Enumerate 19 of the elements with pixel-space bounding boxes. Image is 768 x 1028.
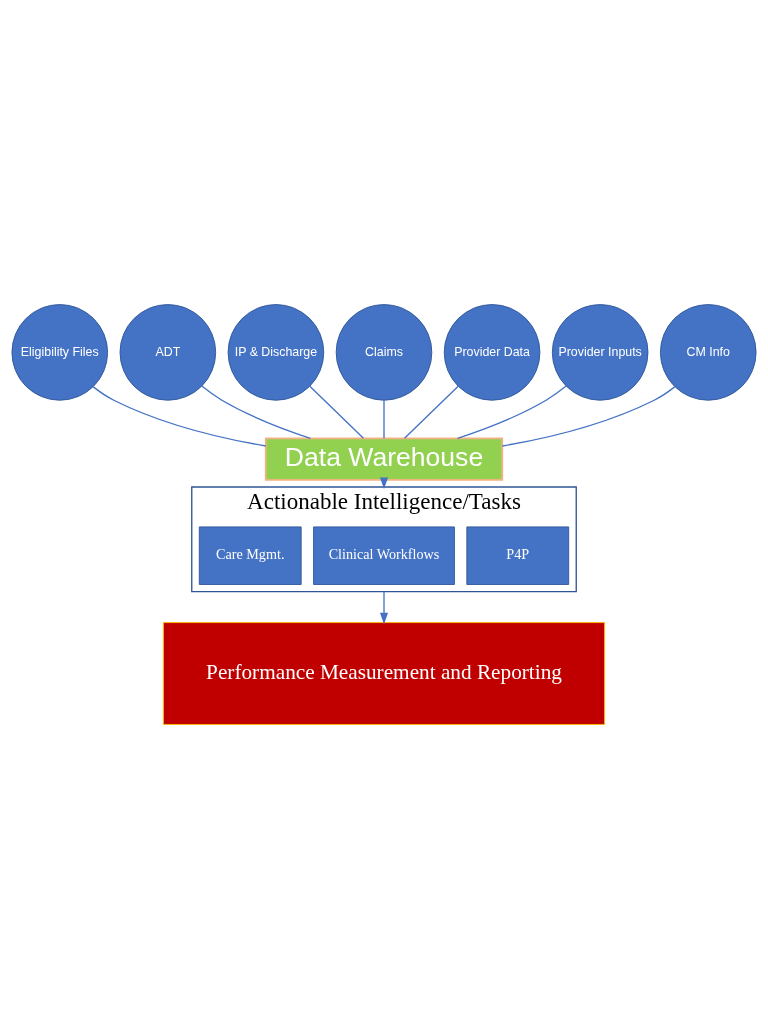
node-circle: Claims bbox=[335, 303, 433, 401]
node-circle: Provider Data bbox=[443, 303, 541, 401]
node-box: Care Mgmt. bbox=[198, 525, 302, 585]
node-circle: Provider Inputs bbox=[551, 303, 649, 401]
arrow bbox=[379, 590, 389, 624]
node-circle: CM Info bbox=[659, 303, 757, 401]
connector bbox=[309, 385, 365, 439]
node-circle: Eligibility Files bbox=[11, 303, 109, 401]
connector bbox=[403, 385, 459, 439]
connector bbox=[383, 399, 385, 439]
connector bbox=[456, 384, 567, 439]
node-box: Performance Measurement and Reporting bbox=[162, 621, 606, 725]
connector bbox=[92, 385, 267, 447]
node-box: Clinical Workflows bbox=[313, 525, 455, 585]
node-box: P4P bbox=[466, 525, 570, 585]
node-circle: ADT bbox=[119, 303, 217, 401]
connector bbox=[201, 384, 312, 439]
node-circle: IP & Discharge bbox=[227, 303, 325, 401]
connector bbox=[501, 385, 676, 447]
